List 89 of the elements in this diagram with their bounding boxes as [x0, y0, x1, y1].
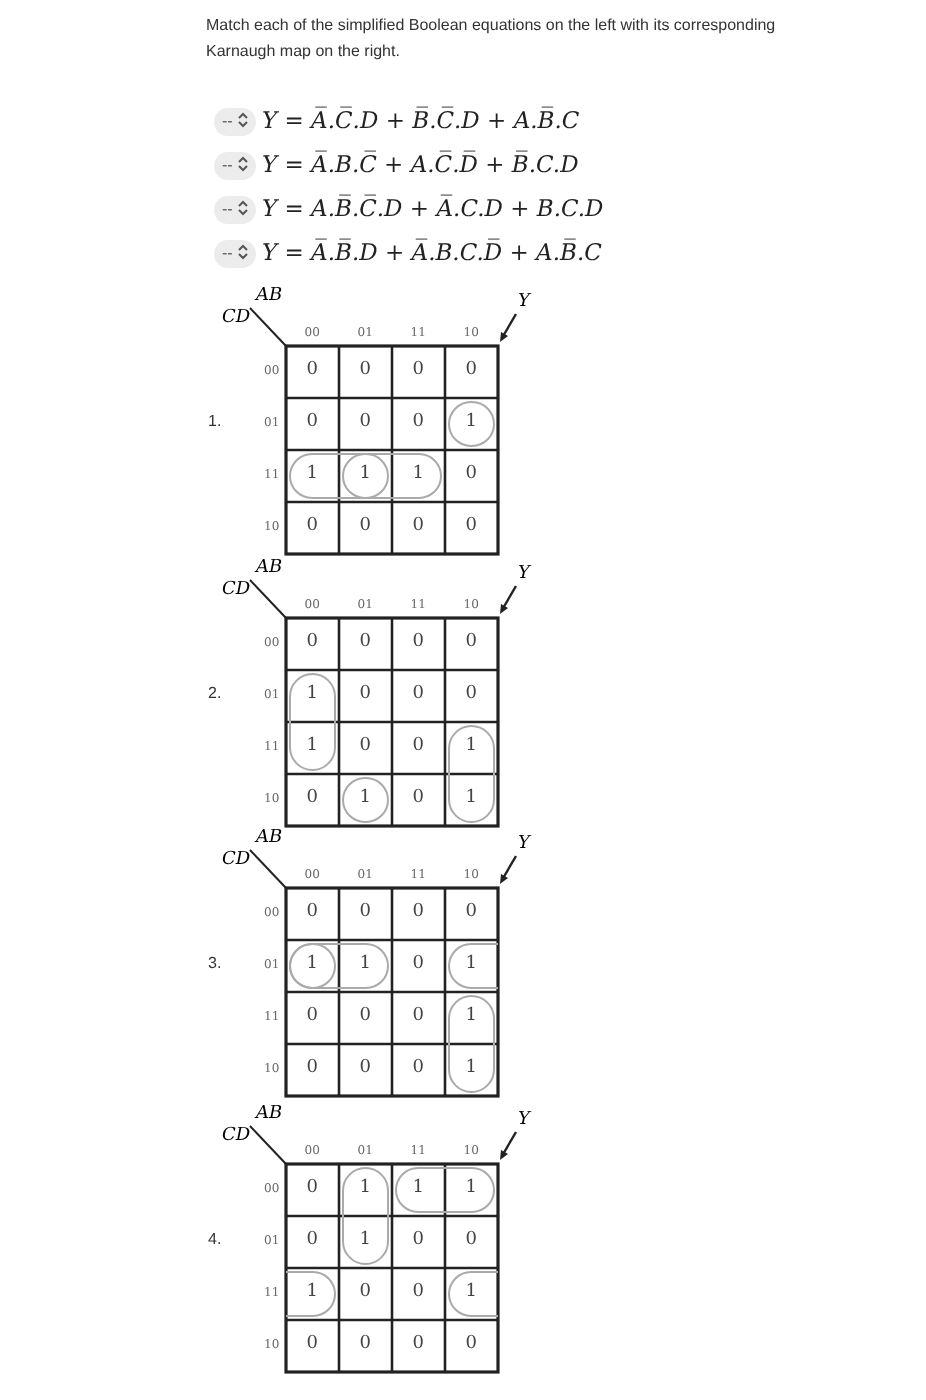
map-value: 0 — [412, 902, 424, 922]
dropdown: -- — [214, 196, 256, 224]
map-value: 0 — [359, 902, 371, 922]
map-value: 0 — [412, 360, 424, 380]
variable-label: CD — [222, 580, 251, 600]
map-value: 0 — [412, 516, 424, 536]
map-value: 0 — [412, 788, 424, 808]
variable-label: CD — [222, 1126, 251, 1146]
map-value: 0 — [306, 412, 318, 432]
map-value: 1 — [306, 684, 318, 704]
map-value: 0 — [465, 516, 477, 536]
map-value: 1 — [465, 788, 477, 808]
map-value: 0 — [465, 1334, 477, 1354]
map-value: 0 — [306, 788, 318, 808]
map-value: 0 — [465, 1230, 477, 1250]
map-value: 0 — [465, 360, 477, 380]
instruction-text: Match each of the simplified Boolean equations on the left with its corresponding Karnaugh map on the right. — [206, 14, 778, 64]
output-label: Y — [518, 1110, 530, 1130]
map-value: 0 — [465, 632, 477, 652]
map-value: 1 — [306, 1282, 318, 1302]
map-value: 0 — [359, 516, 371, 536]
map-number: 2. — [208, 684, 222, 702]
map-value: 0 — [465, 684, 477, 704]
map-value: 0 — [306, 360, 318, 380]
map-value: 0 — [359, 360, 371, 380]
map-value: 0 — [306, 632, 318, 652]
map-value: 0 — [359, 684, 371, 704]
map-value: 1 — [359, 464, 371, 484]
map-value: 1 — [412, 1178, 424, 1198]
boolean-equation: Y = A̅.B.C̅ + A.C̅.D̅ + B̅.C.D — [262, 150, 579, 178]
map-value: 1 — [359, 788, 371, 808]
map-value: 1 — [465, 1058, 477, 1078]
map-value: 0 — [306, 1006, 318, 1026]
output-label: Y — [518, 564, 530, 584]
dropdown: -- — [214, 108, 256, 136]
map-value: 0 — [412, 954, 424, 974]
map-value: 1 — [306, 954, 318, 974]
map-value: 1 — [306, 736, 318, 756]
dropdown: -- — [214, 152, 256, 180]
map-value: 1 — [359, 954, 371, 974]
map-value: 1 — [465, 1178, 477, 1198]
map-value: 0 — [412, 1230, 424, 1250]
map-value: 0 — [359, 1006, 371, 1026]
map-value: 0 — [412, 684, 424, 704]
map-value: 0 — [412, 412, 424, 432]
variable-label: AB — [256, 558, 283, 578]
map-number: 3. — [208, 954, 222, 972]
map-value: 0 — [465, 902, 477, 922]
map-value: 0 — [306, 1058, 318, 1078]
map-value: 0 — [306, 1178, 318, 1198]
map-value: 0 — [412, 1334, 424, 1354]
map-value: 1 — [306, 464, 318, 484]
map-value: 1 — [359, 1230, 371, 1250]
map-value: 0 — [412, 632, 424, 652]
map-value: 1 — [465, 954, 477, 974]
map-value: 1 — [465, 736, 477, 756]
variable-label: AB — [256, 286, 283, 306]
variable-label: CD — [222, 850, 251, 870]
boolean-equation: Y = A̅.B̅.D + A̅.B.C.D̅ + A.B̅.C — [262, 238, 602, 266]
map-value: 0 — [359, 632, 371, 652]
dropdown: -- — [214, 240, 256, 268]
map-value: 0 — [306, 516, 318, 536]
map-value: 1 — [465, 1282, 477, 1302]
output-label: Y — [518, 834, 530, 854]
map-value: 0 — [306, 902, 318, 922]
map-value: 0 — [412, 1282, 424, 1302]
variable-label: AB — [256, 828, 283, 848]
map-value: 0 — [359, 1058, 371, 1078]
map-value: 1 — [412, 464, 424, 484]
map-value: 1 — [359, 1178, 371, 1198]
map-number: 1. — [208, 412, 222, 430]
map-value: 0 — [412, 1006, 424, 1026]
map-value: 1 — [465, 1006, 477, 1026]
map-value: 0 — [412, 1058, 424, 1078]
map-value: 0 — [359, 736, 371, 756]
map-value: 0 — [465, 464, 477, 484]
map-value: 0 — [359, 412, 371, 432]
map-value: 0 — [412, 736, 424, 756]
map-value: 1 — [465, 412, 477, 432]
map-number: 4. — [208, 1230, 222, 1248]
map-value: 0 — [306, 1230, 318, 1250]
variable-label: AB — [256, 1104, 283, 1124]
output-label: Y — [518, 292, 530, 312]
map-value: 0 — [359, 1282, 371, 1302]
boolean-equation: Y = A̅.C̅.D + B̅.C̅.D + A.B̅.C — [262, 106, 580, 134]
boolean-equation: Y = A.B̅.C̅.D + A̅.C.D + B.C.D — [262, 194, 604, 222]
map-value: 0 — [306, 1334, 318, 1354]
map-value: 0 — [359, 1334, 371, 1354]
variable-label: CD — [222, 308, 251, 328]
